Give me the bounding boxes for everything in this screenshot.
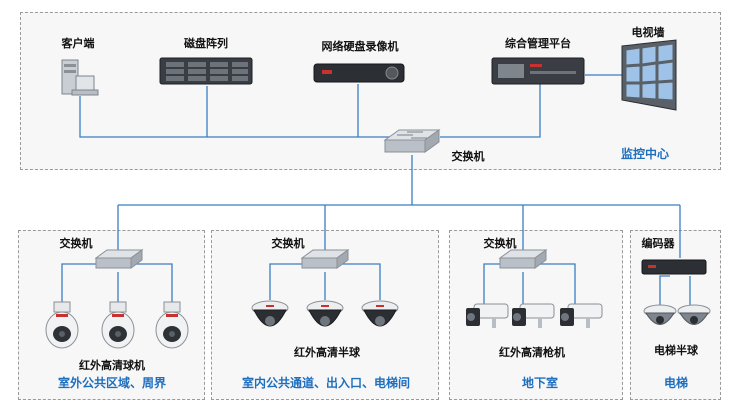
outdoor-switch-icon <box>94 249 144 269</box>
disk-array-label: 磁盘阵列 <box>184 37 228 50</box>
wire-half-dome-3 <box>338 263 381 300</box>
elevator-device-label: 电梯半球 <box>654 344 698 357</box>
outdoor-device-label: 红外高清球机 <box>79 359 145 372</box>
bullet-camera-icon <box>512 303 555 328</box>
elevator-zone-label: 电梯 <box>663 376 689 390</box>
client-label: 客户端 <box>61 37 95 50</box>
client-pc-icon <box>61 59 99 96</box>
basement-device-label: 红外高清枪机 <box>499 346 565 359</box>
indoor-switch-icon <box>300 249 350 269</box>
wire-half-dome-1 <box>269 263 312 300</box>
speed-dome-camera-icon <box>155 301 189 349</box>
half-dome-camera-icon <box>251 300 289 327</box>
outdoor-zone-label: 室外公共区域、周界 <box>57 376 167 390</box>
monitor-center-zone-label: 监控中心 <box>620 147 670 161</box>
core-switch-icon <box>383 129 441 153</box>
wire-client <box>79 96 390 138</box>
bullet-camera-icon <box>466 303 509 328</box>
disk-array-icon <box>159 57 253 85</box>
basement-switch-label: 交换机 <box>483 237 517 250</box>
wire-dome-1 <box>61 263 105 302</box>
wire-dome-3 <box>131 263 173 302</box>
monitor-center-region <box>20 12 721 170</box>
outdoor-switch-label: 交换机 <box>59 237 93 250</box>
video-wall-label: 电视墙 <box>631 26 665 39</box>
indoor-zone-label: 室内公共通道、出入口、电梯间 <box>241 376 411 390</box>
indoor-device-label: 红外高清半球 <box>294 346 360 359</box>
basement-switch-icon <box>498 249 548 269</box>
nvr-icon <box>313 63 405 83</box>
speed-dome-camera-icon <box>45 301 79 349</box>
basement-zone-label: 地下室 <box>521 376 559 390</box>
encoder-label: 编码器 <box>641 237 675 250</box>
half-dome-camera-icon <box>306 300 344 327</box>
wire-elev-dome-1 <box>659 275 670 306</box>
encoder-icon <box>641 259 707 275</box>
elevator-dome-camera-icon <box>643 304 677 325</box>
indoor-switch-label: 交换机 <box>271 237 305 250</box>
speed-dome-camera-icon <box>101 301 135 349</box>
nvr-label: 网络硬盘录像机 <box>321 40 399 53</box>
platform-icon <box>491 57 585 85</box>
wire-bullet-3 <box>536 263 576 304</box>
platform-label: 综合管理平台 <box>505 37 571 50</box>
bullet-camera-icon <box>560 303 603 328</box>
core-switch-label: 交换机 <box>451 150 485 163</box>
elevator-dome-camera-icon <box>677 304 711 325</box>
video-wall-icon <box>621 39 677 111</box>
half-dome-camera-icon <box>361 300 399 327</box>
wire-platform <box>440 84 541 138</box>
